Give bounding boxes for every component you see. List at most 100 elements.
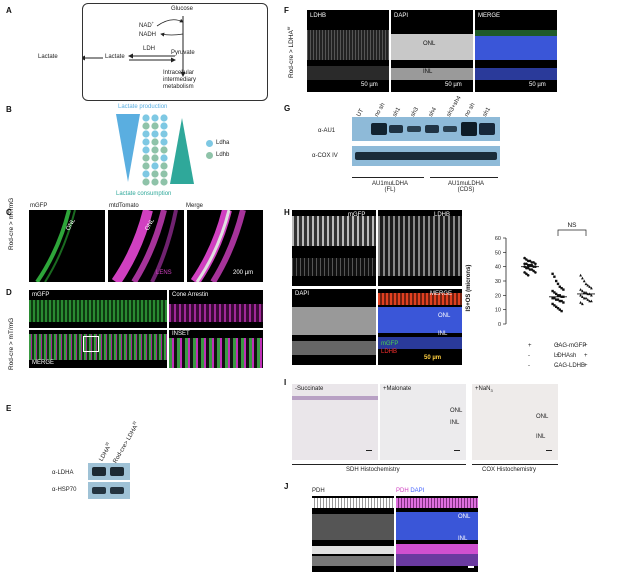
metabolism-label: Intracellular intermediary metabolism [163,70,196,91]
g-lane-label: no sh [464,102,477,118]
ldh-gradient-diagram [110,112,200,198]
panel-c-side-label: Rod-cre > mT/mG [8,198,15,250]
isoform-circle [160,130,167,137]
lactate-consumption-label: Lactate consumption [116,191,171,197]
e-row-ldha: α-LDHA [52,470,73,476]
data-point [581,277,584,280]
blot-e-ldha [88,463,130,480]
inset-box [83,336,99,352]
data-point [534,263,537,266]
i-succinate-label: -Succinate [295,386,323,392]
isoform-circle [160,146,167,153]
sdh-line [292,464,466,465]
e-row-hsp70: α-HSP70 [52,487,76,493]
significance-bracket [558,230,586,236]
data-point [585,291,588,294]
blot-e-hsp70 [88,482,130,499]
panel-label-a: A [6,6,12,15]
panel-label-g: G [284,104,290,113]
data-point [551,273,553,275]
i-nan3-sub: 3 [491,388,493,393]
condition-symbol: - [528,363,530,369]
blot-g-au1 [352,117,500,141]
micrograph-i-succinate: -Succinate [292,384,378,460]
ldh-label: LDH [143,46,155,52]
g-row-au1: α-AU1 [318,128,335,134]
f-ldhb-label: LDHB [310,13,326,19]
group1-label: AU1muLDHA(FL) [368,181,412,193]
lactate-production-label: Lactate production [118,104,167,110]
g2-line2: (CDS) [444,187,488,193]
condition-symbol: + [556,343,560,349]
isoform-circles [142,114,167,185]
isoform-circle [160,162,167,169]
data-point [579,288,582,291]
plot-ylabel: IS+OS (microns) [466,258,472,318]
isoform-circle [142,146,149,153]
isoform-circle [160,122,167,129]
data-point [534,271,537,274]
title-mtdtomato: mtdTomato [109,203,139,209]
h-dapi-label: DAPI [295,291,309,297]
micrograph-f-merge: MERGE 50 µm [475,10,557,92]
condition-symbol: - [556,363,558,369]
nad-sup: + [152,20,154,25]
title-mgfp: mGFP [30,203,47,209]
lens-label: LENS [156,270,172,276]
data-point [579,274,582,277]
pyruvate-label: Pyruvate [171,50,195,56]
isoform-circle [151,178,158,185]
isoform-circle [142,114,149,121]
j-onl-label: ONL [458,514,470,520]
isoform-circle [160,170,167,177]
i-malonate-label: +Malonate [383,386,411,392]
y-tick-label: 10 [495,308,501,314]
isoform-circle [142,138,149,145]
isoform-circle [142,130,149,137]
panel-label-d: D [6,288,12,297]
i-onl-2: ONL [450,408,462,414]
g-lane-label: no sh [374,102,387,118]
i-inl-2: INL [450,420,459,426]
cone-arrestin-label: Cone Arrestin [172,292,208,298]
consumption-wedge [170,118,194,184]
isoform-circle [151,162,158,169]
data-point [527,274,530,277]
j-pdh-title: PDH [312,488,325,494]
micrograph-merge: 200 µm [187,210,263,282]
data-point [585,282,588,285]
condition-symbol: + [584,363,588,369]
j-dapi: DAPI [410,488,424,494]
intracellular-text: Intracellular [163,70,196,77]
h-inl-label: INL [438,331,447,337]
h-legend-ldhb: LDHB [381,349,397,355]
condition-symbol: + [528,343,532,349]
j-pdh-dapi-title: PDH DAPI [396,488,424,494]
scale-c: 200 µm [233,270,253,276]
f-side-text: Rod-cre > LDHA [288,30,295,78]
isoform-circle [151,146,158,153]
h-ldhb-label: LDHB [434,212,450,218]
legend-ldhb-label: Ldhb [216,152,229,158]
group1-line [352,177,424,178]
nad-label: NAD+ [139,20,154,29]
micrograph-mtdtomato: ONL LENS [108,210,184,282]
j-pdh2: PDH [396,488,409,494]
intermediary-text: intermediary [163,77,196,84]
h-mgfp-label: mGFP [348,212,365,218]
data-point [579,301,582,304]
data-point [585,297,588,300]
panel-label-b: B [6,105,12,114]
isoform-circle [142,170,149,177]
panel-label-e: E [6,404,11,413]
panel-label-i: I [284,378,286,387]
sdh-label: SDH Histochemistry [346,467,400,473]
f-side-sup: f/f [286,27,291,30]
micrograph-h-merge: MERGE ONL INL mGFP LDHB 50 µm [378,289,462,365]
micrograph-d-inset: INSET [169,330,263,368]
panel-a-diagram: Glucose NAD+ NADH LDH Pyruvate Lactate I… [82,3,268,101]
lactate-left-label: Lactate [38,54,58,60]
legend-ldha-label: Ldha [216,140,229,146]
glucose-label: Glucose [171,6,193,12]
lactate-right-label: Lactate [105,54,125,60]
